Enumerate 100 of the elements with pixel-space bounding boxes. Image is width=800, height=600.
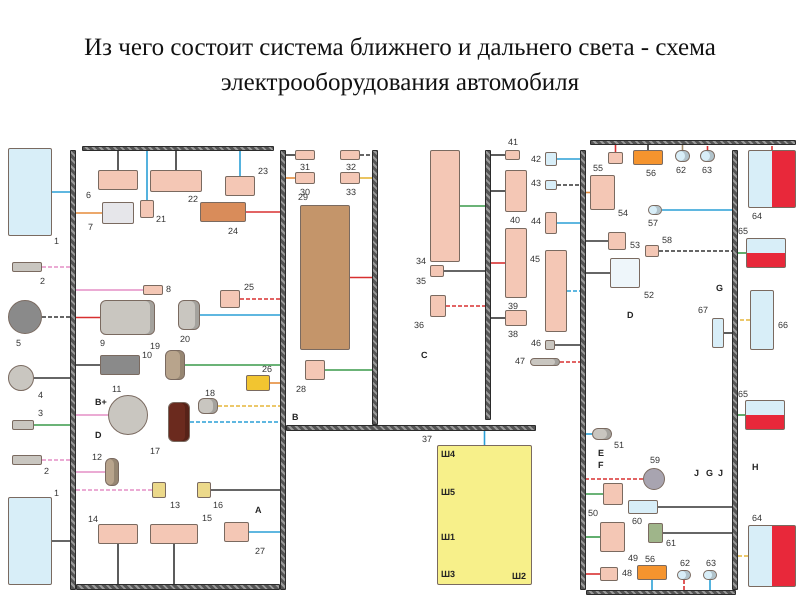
callout-number: 2 xyxy=(44,466,50,476)
callout-number: 65 xyxy=(738,226,748,236)
wire xyxy=(446,305,485,307)
callout-number: 33 xyxy=(346,187,356,197)
callout-number: 62 xyxy=(676,165,686,175)
component-block xyxy=(150,170,202,192)
callout-number: 61 xyxy=(666,538,676,548)
callout-number: 17 xyxy=(150,446,160,456)
wire xyxy=(724,332,732,334)
wire xyxy=(614,145,616,152)
callout-number: 63 xyxy=(706,558,716,568)
component-block xyxy=(746,238,786,268)
callout-number: 4 xyxy=(38,390,44,400)
callout-number: 36 xyxy=(414,320,424,330)
callout-number: 37 xyxy=(422,434,432,444)
component-block xyxy=(295,150,315,160)
wire xyxy=(738,414,745,416)
component-block xyxy=(545,180,557,190)
connector-label: B+ xyxy=(95,397,107,407)
callout-number: 57 xyxy=(648,218,658,228)
wire xyxy=(651,580,653,590)
component-block xyxy=(12,262,42,272)
component-block xyxy=(150,524,198,544)
wire xyxy=(586,536,600,538)
callout-number: 9 xyxy=(100,338,106,348)
wire xyxy=(738,555,748,557)
callout-number: 27 xyxy=(255,546,266,556)
wire xyxy=(557,222,580,224)
wire xyxy=(647,145,649,150)
component-block xyxy=(224,522,249,542)
callout-number: 53 xyxy=(630,240,640,250)
component-block xyxy=(600,522,625,552)
callout-number: 7 xyxy=(88,222,94,232)
wire xyxy=(709,580,711,590)
wire xyxy=(586,272,610,274)
component-block xyxy=(748,525,796,587)
wire xyxy=(662,209,732,211)
callout-number: 49 xyxy=(628,553,638,563)
component-block xyxy=(100,355,140,375)
callout-number: 28 xyxy=(296,384,306,394)
component-block xyxy=(8,148,52,236)
round-component xyxy=(108,395,148,435)
component-block xyxy=(140,200,154,218)
component-block xyxy=(750,290,774,350)
wire xyxy=(360,177,372,179)
wire xyxy=(738,319,750,321)
component-block xyxy=(98,524,138,544)
component-block xyxy=(610,258,640,288)
wire xyxy=(286,154,295,156)
wire xyxy=(586,192,590,194)
wire xyxy=(557,184,580,186)
round-component xyxy=(643,468,665,490)
cylindrical-component xyxy=(168,402,190,442)
callout-number: 25 xyxy=(244,282,254,292)
callout-number: 44 xyxy=(531,216,542,226)
component-block xyxy=(12,455,42,465)
component-block xyxy=(545,212,557,234)
wire xyxy=(76,212,102,214)
wire xyxy=(34,424,70,426)
wiring-harness xyxy=(485,150,491,420)
wire xyxy=(117,151,119,170)
component-block xyxy=(545,250,567,332)
cylindrical-component xyxy=(105,458,119,486)
callout-number: 40 xyxy=(510,215,520,225)
callout-number: 13 xyxy=(170,500,180,510)
component-block xyxy=(505,310,527,326)
connector-label: E xyxy=(598,448,604,458)
wire xyxy=(240,298,280,300)
wire xyxy=(185,364,280,366)
wire xyxy=(460,205,485,207)
component-block xyxy=(637,565,667,580)
component-block xyxy=(608,152,623,164)
component-block xyxy=(505,150,520,160)
component-block xyxy=(545,152,557,166)
component-block xyxy=(102,202,134,224)
connector-label: Ш1 xyxy=(441,532,456,542)
cylindrical-component xyxy=(530,358,560,366)
component-block xyxy=(8,497,52,585)
callout-number: 62 xyxy=(680,558,690,568)
connector-label: F xyxy=(598,460,604,470)
cylindrical-component xyxy=(703,570,717,580)
callout-number: 46 xyxy=(531,338,542,348)
wire xyxy=(249,531,280,533)
wiring-harness xyxy=(82,146,274,151)
callout-number: 66 xyxy=(778,320,788,330)
connector-label: J xyxy=(694,468,700,478)
connector-label: D xyxy=(95,430,102,440)
callout-number: 63 xyxy=(702,165,712,175)
wire xyxy=(325,369,372,371)
wire xyxy=(682,145,684,150)
callout-number: 39 xyxy=(508,301,518,311)
wire xyxy=(117,544,119,584)
wiring-harness xyxy=(732,150,738,590)
component-block xyxy=(545,340,555,350)
wire xyxy=(190,421,280,423)
component-block xyxy=(200,202,246,222)
component-block xyxy=(98,170,138,190)
wire xyxy=(658,506,732,508)
callout-number: 55 xyxy=(593,163,604,173)
wire xyxy=(491,317,505,319)
